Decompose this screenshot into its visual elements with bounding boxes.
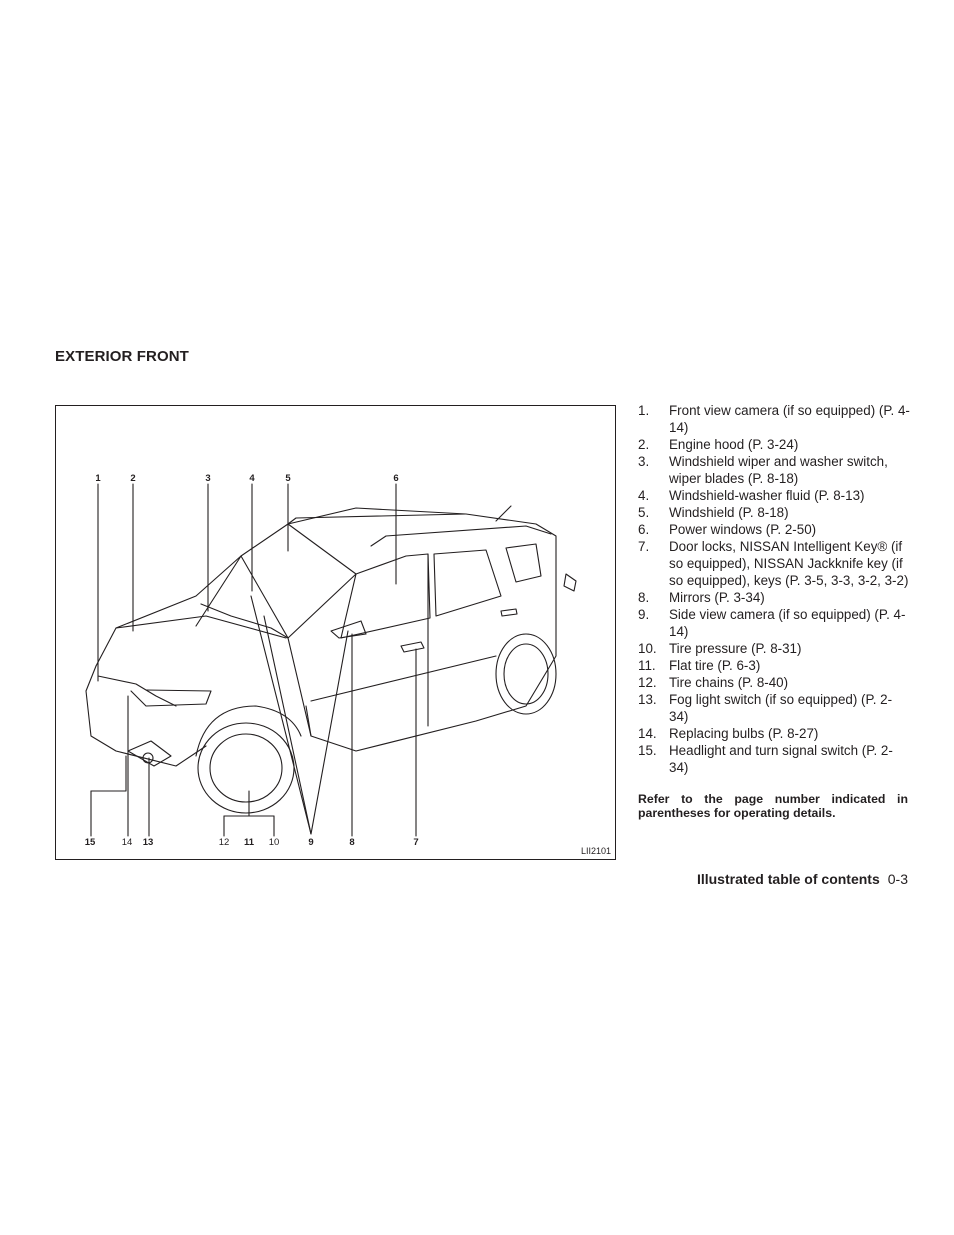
item-number: 15. — [638, 743, 657, 758]
item-text: Mirrors (P. 3-34) — [669, 590, 765, 605]
item-number: 1. — [638, 403, 650, 418]
list-item: 1. Front view camera (if so equipped) (P.… — [638, 402, 910, 436]
reference-note: Refer to the page number indicated in pa… — [638, 792, 908, 820]
list-item: 2. Engine hood (P. 3-24) — [638, 436, 910, 453]
callout-6: 6 — [393, 473, 399, 484]
item-number: 9. — [638, 607, 650, 622]
callout-8: 8 — [349, 837, 355, 848]
item-number: 2. — [638, 437, 650, 452]
list-item: 3. Windshield wiper and washer switch, wi… — [638, 453, 910, 487]
list-item: 5. Windshield (P. 8-18) — [638, 504, 910, 521]
callout-13: 13 — [142, 837, 154, 848]
callout-14: 14 — [121, 837, 133, 848]
list-item: 12. Tire chains (P. 8-40) — [638, 674, 910, 691]
list-item: 4. Windshield-washer fluid (P. 8-13) — [638, 487, 910, 504]
item-text: Engine hood (P. 3-24) — [669, 437, 799, 452]
page-number: 0-3 — [887, 871, 908, 887]
vehicle-exterior-figure: 1 2 3 4 5 6 15 14 13 12 11 10 9 8 7 LII2… — [55, 405, 616, 860]
item-number: 8. — [638, 590, 650, 605]
callout-1: 1 — [95, 473, 101, 484]
callout-11: 11 — [243, 837, 255, 848]
contents-list: 1. Front view camera (if so equipped) (P.… — [638, 402, 910, 776]
item-text: Door locks, NISSAN Intelligent Key® (if … — [669, 539, 909, 588]
item-text: Replacing bulbs (P. 8-27) — [669, 726, 819, 741]
item-text: Side view camera (if so equipped) (P. 4-… — [669, 607, 906, 639]
item-text: Tire chains (P. 8-40) — [669, 675, 789, 690]
item-text: Windshield-washer fluid (P. 8-13) — [669, 488, 865, 503]
item-number: 10. — [638, 641, 657, 656]
item-number: 5. — [638, 505, 650, 520]
item-number: 13. — [638, 692, 657, 707]
list-item: 10. Tire pressure (P. 8-31) — [638, 640, 910, 657]
list-item: 14. Replacing bulbs (P. 8-27) — [638, 725, 910, 742]
footer-label: Illustrated table of contents — [696, 871, 880, 887]
vehicle-illustration — [85, 483, 577, 837]
item-number: 7. — [638, 539, 650, 554]
section-title: EXTERIOR FRONT — [55, 348, 189, 365]
item-number: 6. — [638, 522, 650, 537]
list-item: 13. Fog light switch (if so equipped) (P.… — [638, 691, 910, 725]
item-text: Windshield (P. 8-18) — [669, 505, 789, 520]
callout-7: 7 — [413, 837, 419, 848]
list-item: 6. Power windows (P. 2-50) — [638, 521, 910, 538]
callout-2: 2 — [130, 473, 136, 484]
item-text: Power windows (P. 2-50) — [669, 522, 817, 537]
page-footer: Illustrated table of contents 0-3 — [697, 871, 908, 887]
callout-9: 9 — [308, 837, 314, 848]
item-number: 11. — [638, 658, 656, 673]
figure-code: LII2101 — [580, 846, 611, 856]
list-item: 8. Mirrors (P. 3-34) — [638, 589, 910, 606]
item-text: Fog light switch (if so equipped) (P. 2-… — [669, 692, 893, 724]
list-item: 11. Flat tire (P. 6-3) — [638, 657, 910, 674]
list-item: 15. Headlight and turn signal switch (P. … — [638, 742, 910, 776]
item-number: 12. — [638, 675, 657, 690]
item-number: 4. — [638, 488, 650, 503]
callout-12: 12 — [218, 837, 230, 848]
item-number: 3. — [638, 454, 650, 469]
item-text: Tire pressure (P. 8-31) — [669, 641, 802, 656]
callout-4: 4 — [249, 473, 255, 484]
item-text: Windshield wiper and washer switch, wipe… — [669, 454, 888, 486]
callout-15: 15 — [84, 837, 96, 848]
list-item: 7. Door locks, NISSAN Intelligent Key® (i… — [638, 538, 910, 589]
list-item: 9. Side view camera (if so equipped) (P. … — [638, 606, 910, 640]
callout-5: 5 — [285, 473, 291, 484]
callout-10: 10 — [268, 837, 280, 848]
item-text: Front view camera (if so equipped) (P. 4… — [669, 403, 910, 435]
item-number: 14. — [638, 726, 657, 741]
callout-3: 3 — [205, 473, 211, 484]
item-text: Headlight and turn signal switch (P. 2-3… — [669, 743, 893, 775]
item-text: Flat tire (P. 6-3) — [669, 658, 761, 673]
